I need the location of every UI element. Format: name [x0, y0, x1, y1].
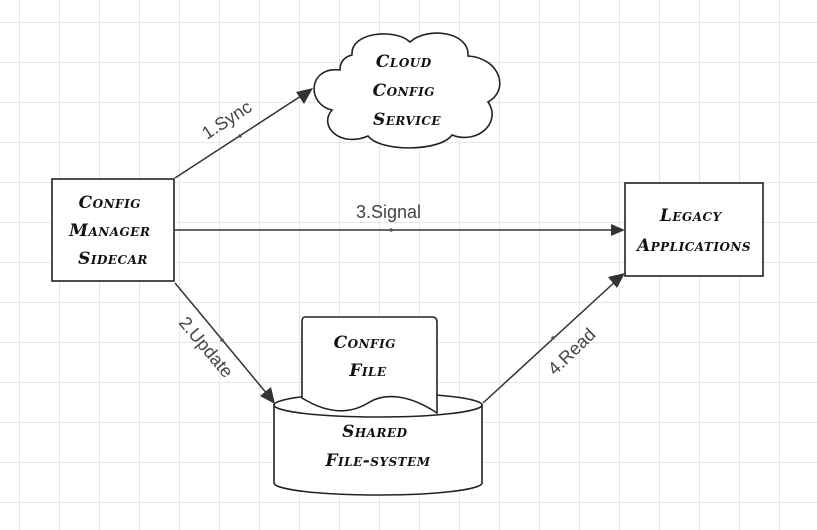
arrowhead [611, 224, 625, 236]
edge-sync: 1.Sync [174, 88, 313, 179]
cloud-config-service-line-2: Config [373, 81, 435, 101]
node-config-file: Config File [301, 316, 438, 415]
cloud-shape [313, 32, 501, 149]
cylinder-body [273, 404, 483, 496]
edge-label-sync: 1.Sync [198, 97, 255, 144]
node-cloud-config-service: Cloud Config Service [313, 32, 501, 149]
edge-signal: 3.Signal [175, 202, 625, 236]
svg-text:Shared File-system: Shared File-system [324, 422, 430, 471]
svg-text:Cloud Config Servi: Cloud Config Service [373, 52, 442, 130]
cloud-config-service-line-3: Service [373, 110, 441, 130]
arrowhead [260, 387, 275, 404]
legacy-applications-line-1: Legacy [659, 206, 723, 226]
node-config-manager-sidecar: Config Manager Sidecar [51, 178, 175, 282]
cloud-config-service-line-1: Cloud [376, 52, 432, 72]
config-manager-sidecar-line-3: Sidecar [78, 249, 148, 269]
node-legacy-applications: Legacy Applications [624, 182, 764, 277]
config-file-line-1: Config [334, 333, 396, 353]
svg-text:Config File: Config File [334, 333, 403, 381]
shared-filesystem-line-1: Shared [342, 422, 408, 442]
arrowhead [296, 88, 313, 104]
arrowhead [608, 273, 625, 288]
document-shape [301, 316, 438, 415]
config-manager-sidecar-line-1: Config [79, 193, 141, 213]
svg-text:Config Manager Sid: Config Manager Sidecar [68, 193, 157, 269]
shared-filesystem-line-2: File-system [324, 451, 430, 471]
node-shared-filesystem: Shared File-system [273, 392, 483, 496]
legacy-applications-line-2: Applications [635, 236, 751, 256]
legacy-box [624, 182, 764, 277]
edge-label-signal: 3.Signal [356, 202, 421, 222]
svg-text:Legacy Applications: Legacy Applications [635, 206, 751, 256]
config-file-line-2: File [348, 361, 387, 381]
sidecar-box [51, 178, 175, 282]
config-manager-sidecar-line-2: Manager [68, 221, 150, 241]
edge-label-read: 4.Read [544, 324, 600, 379]
edge-read: 4.Read [482, 273, 625, 404]
edge-update: 2.Update [174, 282, 275, 404]
